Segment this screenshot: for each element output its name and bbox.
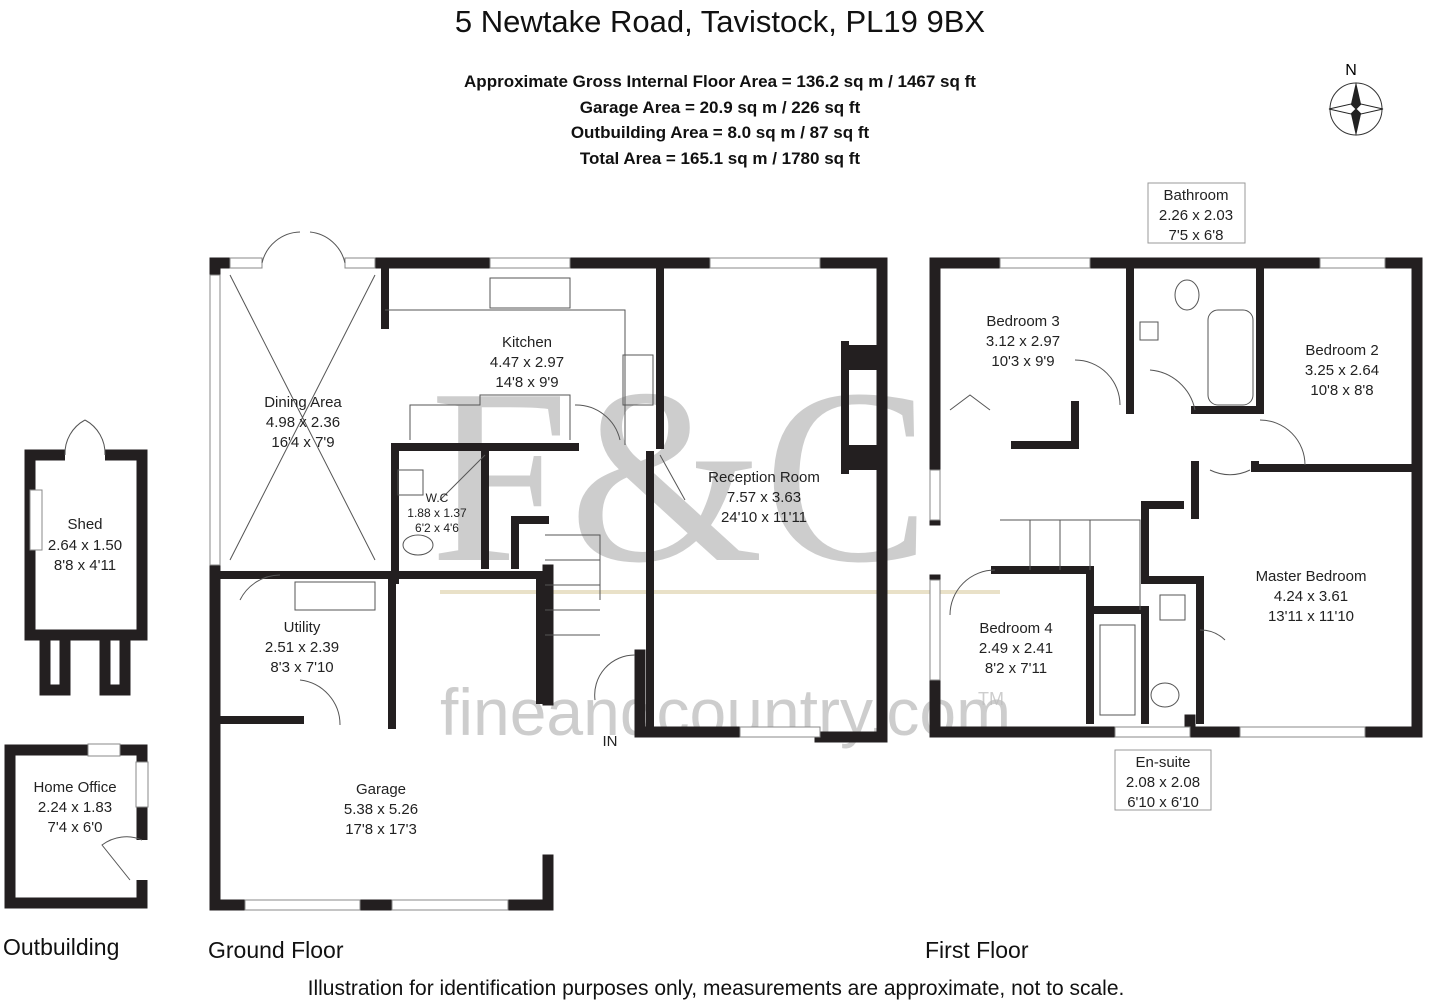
shed-plan	[24, 419, 148, 696]
kitchen-metric: 4.47 x 2.97	[490, 354, 564, 371]
compass-icon: N	[1328, 62, 1384, 136]
compass-north-label: N	[1345, 62, 1357, 79]
disclaimer: Illustration for identification purposes…	[308, 977, 1125, 1000]
wc-imperial: 6'2 x 4'6	[415, 521, 459, 535]
master-imperial: 13'11 x 11'10	[1268, 608, 1354, 625]
shed-imperial: 8'8 x 4'11	[54, 557, 116, 574]
bedroom4-name: Bedroom 4	[979, 620, 1052, 637]
bedroom2-name: Bedroom 2	[1305, 342, 1378, 359]
ground-floor-plan	[209, 231, 888, 911]
bathroom-metric: 2.26 x 2.03	[1159, 207, 1233, 224]
ground-floor-label: Ground Floor	[208, 937, 344, 963]
first-floor-plan	[929, 257, 1423, 738]
area-line-outbuilding: Outbuilding Area = 8.0 sq m / 87 sq ft	[571, 123, 870, 142]
bedroom3-name: Bedroom 3	[986, 313, 1059, 330]
shed-name: Shed	[67, 516, 102, 533]
area-line-garage: Garage Area = 20.9 sq m / 226 sq ft	[580, 98, 861, 117]
bedroom4-imperial: 8'2 x 7'11	[985, 660, 1047, 677]
dining-imperial: 16'4 x 7'9	[271, 434, 334, 451]
wc-name: W.C	[426, 491, 449, 505]
reception-imperial: 24'10 x 11'11	[721, 509, 807, 526]
bathroom-imperial: 7'5 x 6'8	[1169, 227, 1224, 244]
first-floor-label: First Floor	[925, 937, 1029, 963]
watermark-url: fineandcountry.com	[440, 675, 1011, 749]
master-metric: 4.24 x 3.61	[1274, 588, 1348, 605]
area-line-gross: Approximate Gross Internal Floor Area = …	[464, 72, 976, 91]
dining-name: Dining Area	[264, 394, 342, 411]
bedroom4-metric: 2.49 x 2.41	[979, 640, 1053, 657]
garage-metric: 5.38 x 5.26	[344, 801, 418, 818]
ensuite-metric: 2.08 x 2.08	[1126, 774, 1200, 791]
garage-name: Garage	[356, 781, 406, 798]
kitchen-name: Kitchen	[502, 334, 552, 351]
utility-name: Utility	[284, 619, 321, 636]
home-office-name: Home Office	[33, 779, 116, 796]
utility-imperial: 8'3 x 7'10	[270, 659, 333, 676]
shed-metric: 2.64 x 1.50	[48, 537, 122, 554]
svg-text:TM: TM	[978, 689, 1004, 709]
ensuite-name: En-suite	[1135, 754, 1190, 771]
garage-imperial: 17'8 x 17'3	[345, 821, 417, 838]
area-line-total: Total Area = 165.1 sq m / 1780 sq ft	[580, 149, 860, 168]
reception-name: Reception Room	[708, 469, 820, 486]
master-name: Master Bedroom	[1256, 568, 1367, 585]
home-office-plan	[4, 743, 149, 909]
ensuite-imperial: 6'10 x 6'10	[1127, 794, 1199, 811]
bedroom2-imperial: 10'8 x 8'8	[1310, 382, 1373, 399]
outbuilding-label: Outbuilding	[3, 934, 119, 960]
home-office-imperial: 7'4 x 6'0	[48, 819, 103, 836]
reception-metric: 7.57 x 3.63	[727, 489, 801, 506]
bedroom3-imperial: 10'3 x 9'9	[991, 353, 1054, 370]
bedroom2-metric: 3.25 x 2.64	[1305, 362, 1379, 379]
bedroom3-metric: 3.12 x 2.97	[986, 333, 1060, 350]
ensuite-label-box	[1114, 749, 1212, 811]
dining-metric: 4.98 x 2.36	[266, 414, 340, 431]
home-office-metric: 2.24 x 1.83	[38, 799, 112, 816]
kitchen-imperial: 14'8 x 9'9	[495, 374, 558, 391]
wc-metric: 1.88 x 1.37	[407, 506, 467, 520]
entrance-label: IN	[603, 733, 618, 750]
bathroom-label-box	[1147, 182, 1246, 244]
page-title: 5 Newtake Road, Tavistock, PL19 9BX	[455, 4, 985, 39]
utility-metric: 2.51 x 2.39	[265, 639, 339, 656]
bathroom-name: Bathroom	[1163, 187, 1228, 204]
